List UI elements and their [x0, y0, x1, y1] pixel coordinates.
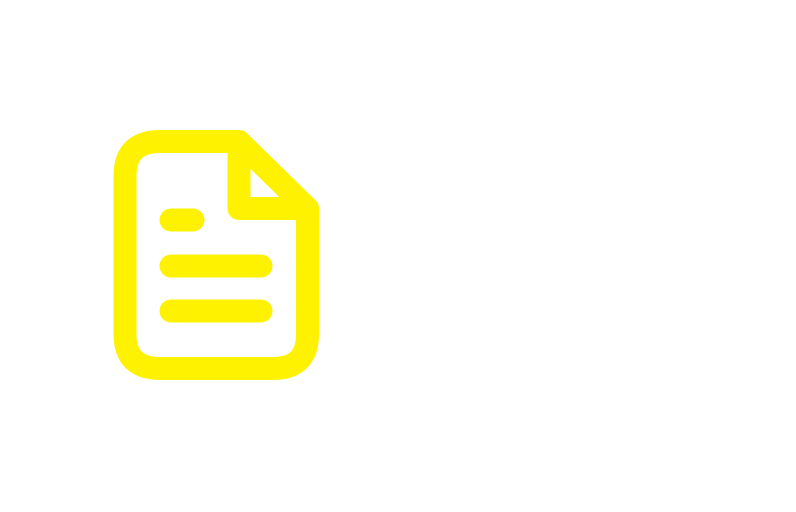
document-fold — [227, 130, 319, 220]
file-text-icon-strokes — [113, 130, 319, 380]
document-outline — [113, 130, 319, 380]
